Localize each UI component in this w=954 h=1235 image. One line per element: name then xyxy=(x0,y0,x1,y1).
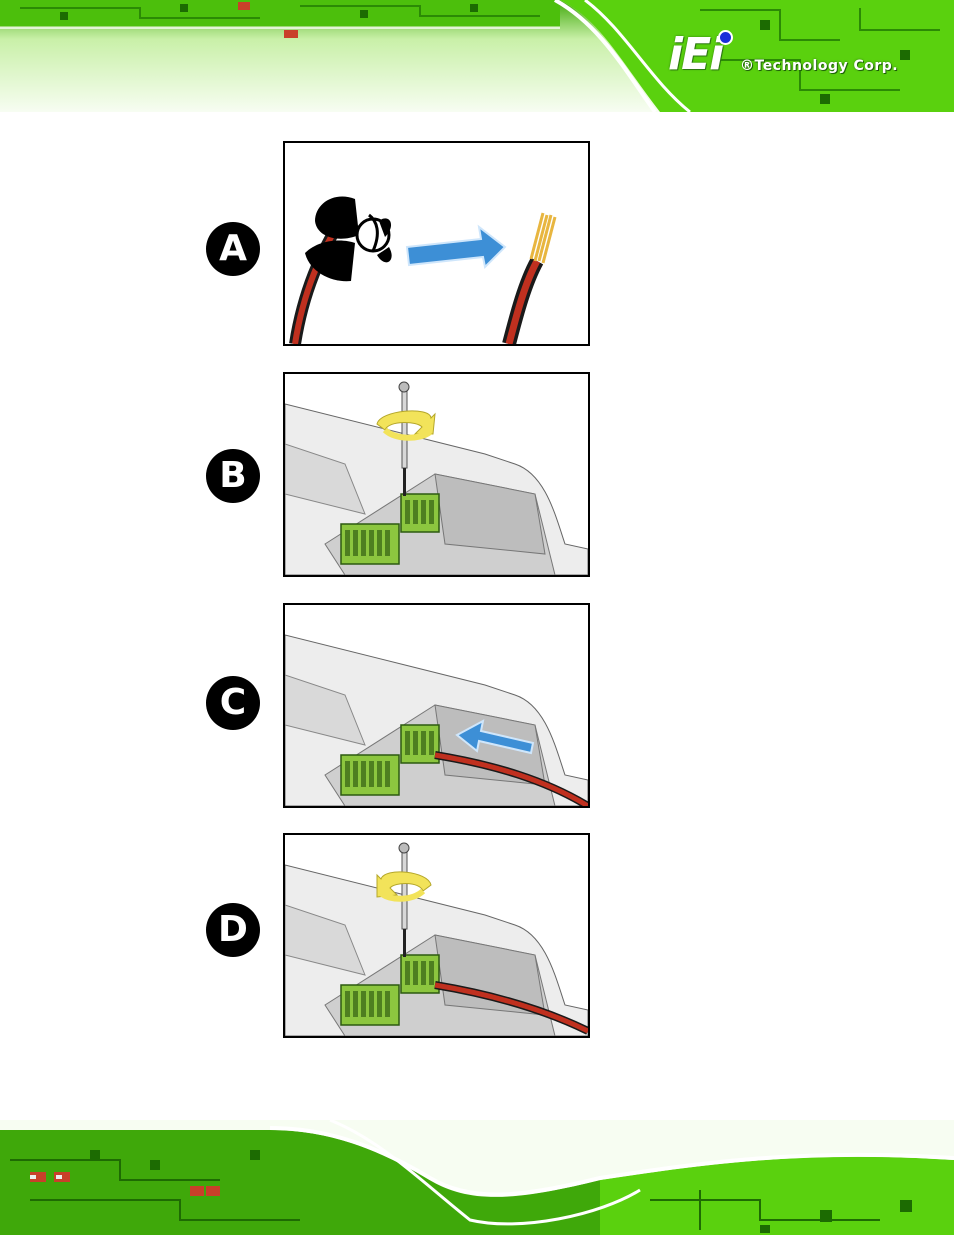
stripped-wire-icon xyxy=(509,213,555,344)
figure-tighten-screw xyxy=(283,833,590,1038)
figure-insert-wire xyxy=(283,603,590,808)
step-label-d: D xyxy=(206,903,260,957)
arrow-right-icon xyxy=(407,227,505,267)
logo-text: ®Technology Corp. xyxy=(740,58,898,74)
logo-mark: iEi xyxy=(668,28,722,82)
company-logo: iEi ®Technology Corp. xyxy=(668,28,928,84)
circuit-board-footer-graphic xyxy=(0,1120,954,1235)
step-label-a: A xyxy=(206,222,260,276)
figure-wire-strip xyxy=(283,141,590,346)
wire-cutter-icon xyxy=(305,196,392,281)
page-footer xyxy=(0,1120,954,1235)
figure-loosen-screw xyxy=(283,372,590,577)
step-label-c: C xyxy=(206,676,260,730)
logo-dot-icon xyxy=(718,30,733,45)
step-label-b: B xyxy=(206,449,260,503)
page-header: iEi ®Technology Corp. xyxy=(0,0,954,112)
